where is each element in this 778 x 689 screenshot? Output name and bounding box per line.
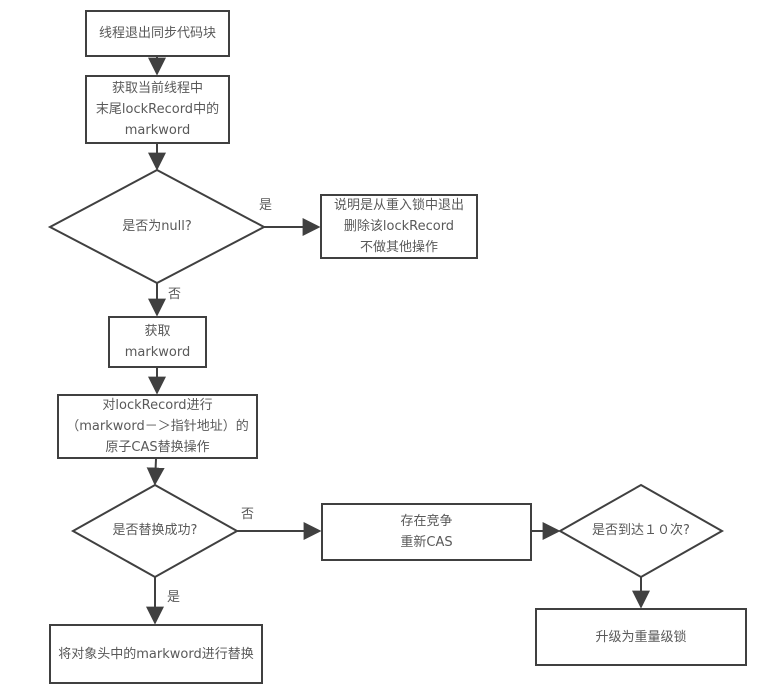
- node-replace-markword: 将对象头中的markword进行替换: [49, 624, 263, 684]
- decision-reach-10-shape: [557, 483, 725, 579]
- decision-is-null-shape: [47, 168, 267, 285]
- decision-replace-success-shape: [70, 483, 240, 579]
- node-cas-replace: 对lockRecord进行 （markword－＞指针地址）的 原子CAS替换操…: [57, 394, 258, 459]
- node-get-lockrecord: 获取当前线程中 末尾lockRecord中的 markword: [85, 75, 230, 144]
- edge-label-is-null-yes: 是: [259, 198, 273, 213]
- edge-label-replace-success-yes: 是: [167, 590, 181, 605]
- node-start: 线程退出同步代码块: [85, 10, 230, 57]
- edge-label-replace-success-no: 否: [241, 507, 255, 522]
- arrow-cas-to-replace-success: [146, 458, 165, 486]
- node-upgrade-heavyweight: 升级为重量级锁: [535, 608, 747, 666]
- edge-label-is-null-no: 否: [168, 287, 182, 302]
- node-get-markword: 获取 markword: [108, 316, 207, 368]
- node-reentrant-exit: 说明是从重入锁中退出 删除该lockRecord 不做其他操作: [320, 194, 478, 259]
- node-contention-retry: 存在竞争 重新CAS: [321, 503, 532, 561]
